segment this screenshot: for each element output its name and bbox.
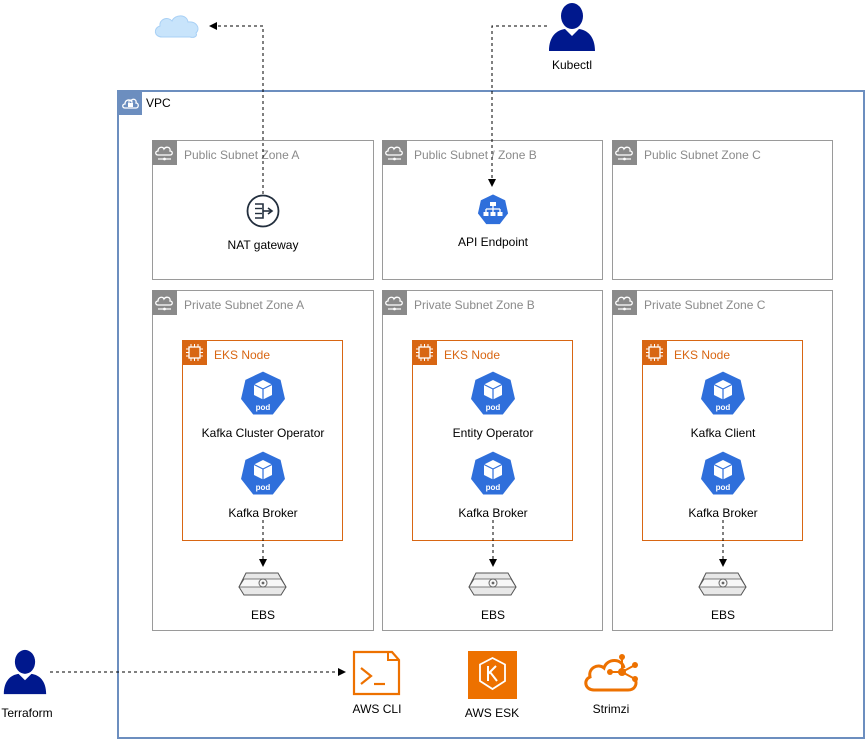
nat-to-internet-edge	[209, 22, 264, 194]
aws-cli-terminal-icon	[352, 650, 401, 696]
entity-operator-label: Entity Operator	[452, 426, 534, 440]
pod-icon: pod	[699, 370, 747, 418]
subnet-cloud-icon	[152, 290, 177, 315]
subnet-cloud-icon	[612, 140, 637, 165]
public-subnet-c-label: Public Subnet Zone C	[644, 148, 761, 162]
ebs-volume-icon	[698, 570, 748, 598]
kafka-broker-label: Kafka Broker	[688, 506, 758, 520]
private-subnet-c-label: Private Subnet Zone C	[644, 298, 766, 312]
subnet-cloud-icon	[612, 290, 637, 315]
private-subnet-a-label: Private Subnet Zone A	[184, 298, 305, 312]
pod-icon: pod	[239, 450, 287, 498]
terraform-user-icon	[2, 647, 48, 697]
eks-node-a-label: EKS Node	[214, 348, 271, 362]
svg-text:pod: pod	[486, 483, 501, 492]
vpc-container	[117, 90, 865, 739]
vpc-icon	[119, 92, 142, 115]
nat-gateway-label: NAT gateway	[227, 238, 299, 252]
public-subnet-c	[612, 140, 833, 280]
internet-cloud-icon	[154, 15, 199, 38]
svg-text:pod: pod	[256, 483, 271, 492]
strimzi-label: Strimzi	[592, 702, 630, 716]
pod-icon: pod	[699, 450, 747, 498]
kubectl-label: Kubectl	[551, 58, 593, 72]
pod-icon: pod	[469, 370, 517, 418]
ebs-volume-icon	[468, 570, 518, 598]
kubectl-to-api-edge	[488, 25, 547, 187]
eks-node-chip-icon	[412, 340, 437, 365]
strimzi-cloud-icon	[582, 650, 640, 694]
aws-eks-icon	[468, 651, 517, 699]
aws-cli-label: AWS CLI	[352, 702, 402, 716]
svg-text:pod: pod	[256, 403, 271, 412]
nat-gateway-icon	[246, 194, 280, 228]
eks-node-b-label: EKS Node	[444, 348, 501, 362]
kafka-broker-label: Kafka Broker	[458, 506, 528, 520]
subnet-cloud-icon	[152, 140, 177, 165]
terraform-label: Terraform	[1, 706, 53, 720]
kafka-broker-label: Kafka Broker	[228, 506, 298, 520]
private-subnet-b-label: Private Subnet Zone B	[414, 298, 535, 312]
eks-node-chip-icon	[642, 340, 667, 365]
kafka-cluster-operator-label: Kafka Cluster Operator	[201, 426, 325, 440]
eks-node-c-label: EKS Node	[674, 348, 731, 362]
subnet-cloud-icon	[382, 140, 407, 165]
ebs-label: EBS	[480, 608, 506, 622]
svg-text:pod: pod	[716, 403, 731, 412]
svg-text:pod: pod	[716, 483, 731, 492]
pod-icon: pod	[469, 450, 517, 498]
public-subnet-a-label: Public Subnet Zone A	[184, 148, 300, 162]
api-endpoint-icon	[476, 193, 510, 227]
ebs-label: EBS	[250, 608, 276, 622]
ebs-volume-icon	[238, 570, 288, 598]
eks-node-chip-icon	[182, 340, 207, 365]
svg-text:pod: pod	[486, 403, 501, 412]
vpc-label: VPC	[146, 96, 171, 110]
aws-esk-label: AWS ESK	[464, 706, 520, 720]
ebs-label: EBS	[710, 608, 736, 622]
kubectl-user-icon	[547, 2, 597, 52]
subnet-cloud-icon	[382, 290, 407, 315]
pod-icon: pod	[239, 370, 287, 418]
public-subnet-b-label: Public Subnet / Zone B	[414, 148, 537, 162]
kafka-client-label: Kafka Client	[690, 426, 756, 440]
api-endpoint-label: API Endpoint	[457, 235, 529, 249]
